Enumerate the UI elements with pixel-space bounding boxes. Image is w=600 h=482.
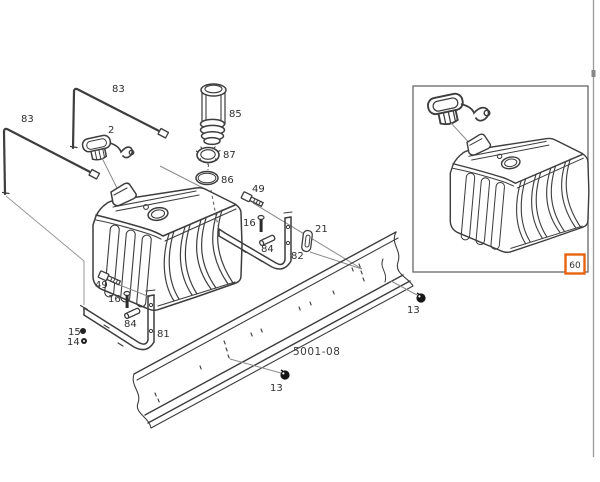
label-86: 86 [221, 175, 234, 186]
plug-13-end [416, 292, 426, 303]
nut-14 [81, 338, 87, 344]
plug-13-end-leader [390, 280, 418, 296]
label-82: 82 [291, 251, 304, 262]
label-16-right: 16 [243, 218, 256, 229]
highlight-badge-60[interactable]: 60 [564, 253, 586, 275]
bolt-49-right [240, 191, 265, 208]
label-84-left: 84 [124, 319, 137, 330]
plug-13-frame-leader [229, 358, 282, 374]
seal-ring-87 [195, 146, 221, 165]
pin-84-right [259, 234, 276, 247]
projection-line-strap [5, 195, 85, 305]
sheet-border-right [591, 0, 596, 457]
frame-rail [132, 231, 414, 429]
neck-dashed-links [207, 146, 214, 171]
gasket-86 [195, 170, 219, 186]
screw-16-right [257, 214, 265, 232]
strap-83-left [1, 127, 101, 196]
label-87: 87 [223, 150, 236, 161]
inset-cap-tether [460, 103, 490, 122]
label-83-left: 83 [21, 114, 34, 125]
label-frame-section: 5001-08 [293, 346, 340, 358]
pin-84-left [124, 307, 141, 320]
label-83-top: 83 [112, 84, 125, 95]
badge-number[interactable]: 60 [569, 261, 581, 271]
screw-16-left [123, 290, 131, 308]
label-49-right: 49 [252, 184, 265, 195]
clip-leader [309, 251, 363, 270]
label-49-left: 49 [95, 280, 108, 291]
fuel-tank-main [92, 182, 243, 312]
plug-13-frame [280, 369, 290, 380]
label-16-left: 16 [108, 294, 121, 305]
label-81: 81 [157, 329, 170, 340]
label-14: 14 [67, 337, 80, 348]
label-13-end: 13 [407, 305, 420, 316]
label-2: 2 [108, 125, 114, 136]
bracket-81 [79, 289, 156, 351]
label-84-right: 84 [261, 244, 274, 255]
bracket-82 [218, 211, 293, 270]
label-15: 15 [68, 327, 81, 338]
strap-83-top [69, 87, 170, 150]
cap-tether [109, 142, 134, 159]
label-21: 21 [315, 224, 328, 235]
clip-21 [301, 229, 313, 253]
projection-dashed-right [210, 189, 219, 227]
rail-holes [154, 263, 365, 403]
cap-leader [101, 157, 118, 189]
filler-neck-85 [199, 83, 227, 146]
label-13-frame: 13 [270, 383, 283, 394]
washer-15 [80, 328, 86, 334]
fuel-cap-2 [80, 133, 135, 189]
bolt-49-left [97, 270, 122, 286]
label-85: 85 [229, 109, 242, 120]
